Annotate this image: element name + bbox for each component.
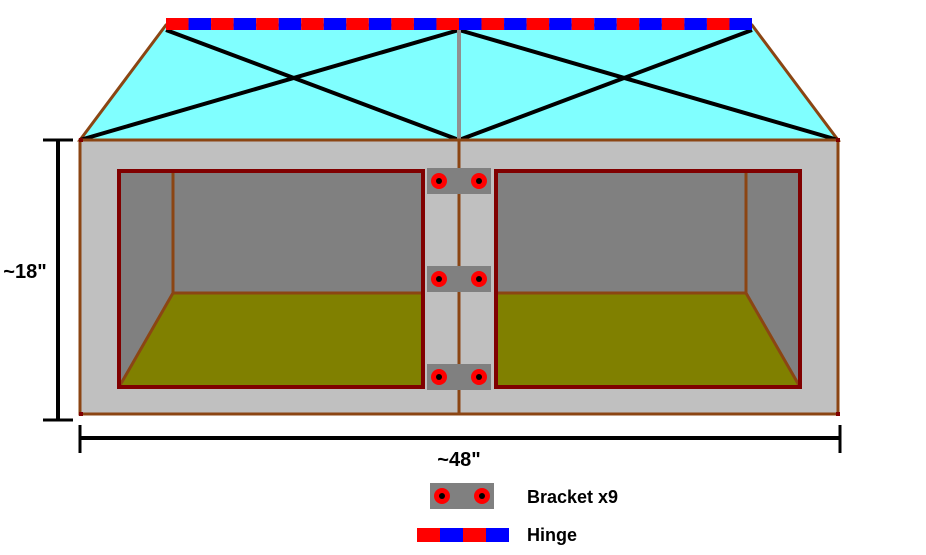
hinge-segment xyxy=(616,18,640,30)
bracket-bolt-center xyxy=(476,178,482,184)
width-dimension: ~48" xyxy=(78,425,842,471)
corner-dot-bl xyxy=(79,412,83,416)
hinge-segment xyxy=(661,18,685,30)
legend-hinge-segment xyxy=(440,528,463,542)
hinge-segment xyxy=(211,18,234,30)
legend-hinge-label: Hinge xyxy=(527,525,577,545)
bracket-bolt-center xyxy=(476,374,482,380)
height-label: ~18" xyxy=(3,261,46,283)
legend-bracket-label: Bracket x9 xyxy=(527,487,618,507)
hinge-segment xyxy=(346,18,369,30)
bracket-bolt-center xyxy=(476,276,482,282)
left-compartment-outline xyxy=(117,169,425,389)
hinge-segment xyxy=(391,18,414,30)
hinge-segment xyxy=(549,18,572,30)
height-dimension: ~18" xyxy=(3,138,73,422)
hinge-segment xyxy=(413,18,437,30)
bracket xyxy=(427,266,491,292)
legend-bracket-icon xyxy=(430,483,494,509)
hinge-segment xyxy=(323,18,347,30)
legend-hinge-segment xyxy=(417,528,440,542)
hinge-segment xyxy=(301,18,324,30)
hinge-segment xyxy=(481,18,505,30)
bracket xyxy=(427,168,491,194)
hinge-strip xyxy=(166,18,752,30)
lid-brace-left-2 xyxy=(79,28,460,142)
bracket xyxy=(427,364,491,390)
bracket-bolt-center xyxy=(436,178,442,184)
right-compartment-outline xyxy=(494,169,802,389)
hinge-segment xyxy=(594,18,617,30)
right-compartment-floor xyxy=(496,293,800,387)
right-compartment-diag xyxy=(744,292,802,388)
hinge-segment xyxy=(504,18,527,30)
lid-brace-right-1 xyxy=(458,28,753,142)
legend-hinge-segment xyxy=(486,528,509,542)
bracket-bolt-center xyxy=(436,276,442,282)
bracket-bolt-center xyxy=(436,374,442,380)
legend-hinge-segment xyxy=(463,528,486,542)
hinge-segment xyxy=(368,18,392,30)
hinge-segment xyxy=(684,18,707,30)
hinge-segment xyxy=(459,18,482,30)
hinge-segment xyxy=(256,18,279,30)
hinge-segment xyxy=(436,18,459,30)
left-compartment-floor xyxy=(119,293,423,387)
hinge-segment xyxy=(639,18,662,30)
hinge-segment xyxy=(571,18,595,30)
left-compartment-diag xyxy=(117,292,175,388)
hinge-segment xyxy=(166,18,189,30)
width-label: ~48" xyxy=(437,449,480,471)
bracket-bolt-center xyxy=(479,493,485,499)
brackets xyxy=(427,168,491,390)
lid-brace-right-2 xyxy=(458,28,839,142)
legend-bracket xyxy=(430,483,494,509)
corner-dot-tr xyxy=(836,138,840,142)
hinge-segment xyxy=(188,18,212,30)
hinge-segment xyxy=(729,18,752,30)
lid-brace-left-1 xyxy=(165,28,460,142)
lid xyxy=(77,18,841,142)
hinge-segment xyxy=(706,18,730,30)
hinge-segment xyxy=(233,18,257,30)
corner-dot-tl xyxy=(79,138,83,142)
legend-hinge-icon xyxy=(417,528,509,542)
legend: Bracket x9 Hinge xyxy=(417,483,618,545)
right-compartment xyxy=(494,169,802,389)
left-compartment xyxy=(117,169,425,389)
bracket-bolt-center xyxy=(439,493,445,499)
corner-dot-br xyxy=(836,412,840,416)
hinge-segment xyxy=(278,18,302,30)
hinge-segment xyxy=(526,18,550,30)
